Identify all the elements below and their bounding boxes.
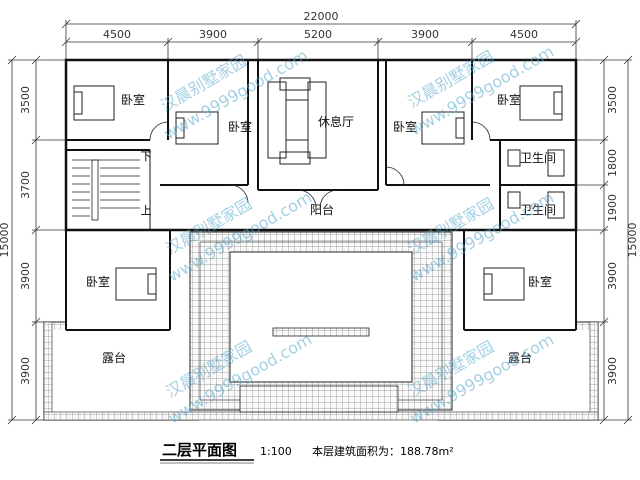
label-stair-up: 上 <box>141 204 152 217</box>
label-bedroom-3: 卧室 <box>393 119 417 134</box>
dim-top-1: 4500 <box>103 28 131 41</box>
dim-left-overall: 15000 <box>0 223 11 258</box>
caption-area: 本层建筑面积为：188.78m² <box>312 444 454 458</box>
dim-right-4: 3900 <box>606 262 619 290</box>
top-dimension-chain <box>61 19 581 60</box>
label-bedroom-6: 卧室 <box>528 274 552 289</box>
dim-top-2: 3900 <box>199 28 227 41</box>
dim-right-overall: 15000 <box>626 223 639 258</box>
label-terrace-left: 露台 <box>102 350 126 365</box>
label-bedroom-5: 卧室 <box>86 274 110 289</box>
drawing-caption: 二层平面图 1:100 本层建筑面积为：188.78m² <box>160 441 454 464</box>
dim-left-3: 3900 <box>19 262 32 290</box>
dim-top-5: 4500 <box>510 28 538 41</box>
terrace-tiling <box>43 229 599 421</box>
bathroom-fixtures <box>507 149 565 219</box>
dim-right-2: 1800 <box>606 149 619 177</box>
dim-right-1: 3500 <box>606 86 619 114</box>
label-terrace-right: 露台 <box>508 350 532 365</box>
dim-left-2: 3700 <box>19 171 32 199</box>
walls <box>64 58 578 331</box>
label-bedroom-1: 卧室 <box>121 92 145 107</box>
label-bedroom-2: 卧室 <box>228 119 252 134</box>
lounge-furniture <box>267 77 327 165</box>
label-bathroom-2: 卫生间 <box>520 203 556 217</box>
label-lounge: 休息厅 <box>318 114 354 129</box>
courtyard <box>189 231 453 413</box>
doors <box>149 121 491 209</box>
dim-top-3: 5200 <box>304 28 332 41</box>
beds <box>73 85 563 301</box>
caption-scale: 1:100 <box>260 445 292 458</box>
label-bedroom-4: 卧室 <box>497 92 521 107</box>
dim-right-5: 3900 <box>606 357 619 385</box>
label-balcony: 阳台 <box>310 202 334 217</box>
right-dimension-chain <box>576 55 633 425</box>
label-bathroom-1: 卫生间 <box>520 151 556 165</box>
dim-left-1: 3500 <box>19 86 32 114</box>
caption-title: 二层平面图 <box>162 441 237 459</box>
staircase <box>72 159 140 221</box>
dim-overall-width: 22000 <box>304 10 339 23</box>
label-stair-down: 下 <box>141 150 152 163</box>
dim-right-3: 1900 <box>606 194 619 222</box>
dim-top-4: 3900 <box>411 28 439 41</box>
dim-left-4: 3900 <box>19 357 32 385</box>
